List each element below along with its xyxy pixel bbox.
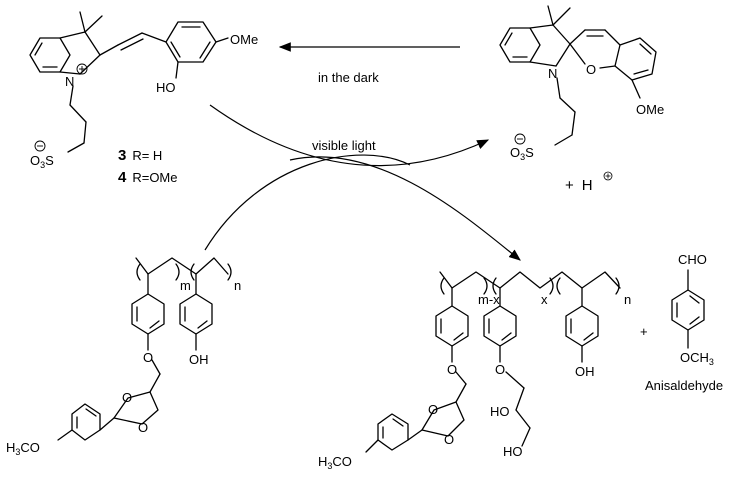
label-ho-merocyanine: HO bbox=[156, 80, 176, 95]
photoacid-arrow-left bbox=[204, 154, 411, 251]
light-reaction-arrow bbox=[209, 104, 490, 167]
label-ome-spiropyran: OMe bbox=[636, 102, 664, 117]
label-n-product-polymer: n bbox=[624, 292, 631, 307]
label-h3co-product: H3CO bbox=[318, 454, 352, 471]
label-o-ether-product-a: O bbox=[447, 362, 457, 377]
acetal-polymer-structure bbox=[57, 257, 232, 441]
condition-in-the-dark: in the dark bbox=[318, 70, 379, 85]
label-n-polymer: n bbox=[234, 278, 241, 293]
label-o-dioxolane-product-1: O bbox=[428, 402, 438, 417]
label-o-spiropyran: O bbox=[586, 62, 596, 77]
anisaldehyde-structure bbox=[671, 269, 705, 349]
label-ho-diol-1: HO bbox=[490, 404, 510, 419]
plus-sign-anisaldehyde: + bbox=[640, 324, 648, 339]
label-o-dioxolane-product-2: O bbox=[444, 432, 454, 447]
negative-charge-icon bbox=[514, 133, 526, 145]
label-m-x: m-x bbox=[478, 292, 500, 307]
photoacid-arrow-right bbox=[289, 156, 521, 261]
label-cho: CHO bbox=[678, 252, 707, 267]
label-ome-merocyanine: OMe bbox=[230, 32, 258, 47]
condition-visible-light: visible light bbox=[312, 138, 376, 153]
anisaldehyde-label: Anisaldehyde bbox=[645, 378, 723, 393]
merocyanine-structure bbox=[29, 11, 229, 153]
label-oh-polymer: OH bbox=[189, 352, 209, 367]
label-h3co-polymer: H3CO bbox=[6, 440, 40, 457]
label-x: x bbox=[541, 292, 548, 307]
positive-charge-icon bbox=[603, 171, 613, 181]
label-o-dioxolane-2: O bbox=[138, 420, 148, 435]
positive-charge-icon bbox=[76, 63, 88, 75]
label-ho-diol-2: HO bbox=[503, 444, 523, 459]
spiropyran-structure bbox=[499, 5, 657, 146]
label-och3-anisaldehyde: OCH3 bbox=[680, 350, 714, 367]
label-o-ether-product-b: O bbox=[495, 362, 505, 377]
label-n-spiropyran: N bbox=[548, 66, 557, 81]
proton-product: +H bbox=[565, 177, 593, 194]
label-o-ether-polymer: O bbox=[143, 350, 153, 365]
label-m: m bbox=[180, 278, 191, 293]
label-oh-product-polymer: OH bbox=[575, 364, 595, 379]
label-sulfonate-merocyanine: O3S bbox=[30, 153, 54, 170]
label-n-merocyanine: N bbox=[65, 74, 74, 89]
negative-charge-icon bbox=[34, 140, 46, 152]
diol-polymer-structure bbox=[365, 271, 621, 453]
label-o-dioxolane-1: O bbox=[122, 390, 132, 405]
label-sulfonate-spiropyran: O3S bbox=[510, 145, 534, 162]
